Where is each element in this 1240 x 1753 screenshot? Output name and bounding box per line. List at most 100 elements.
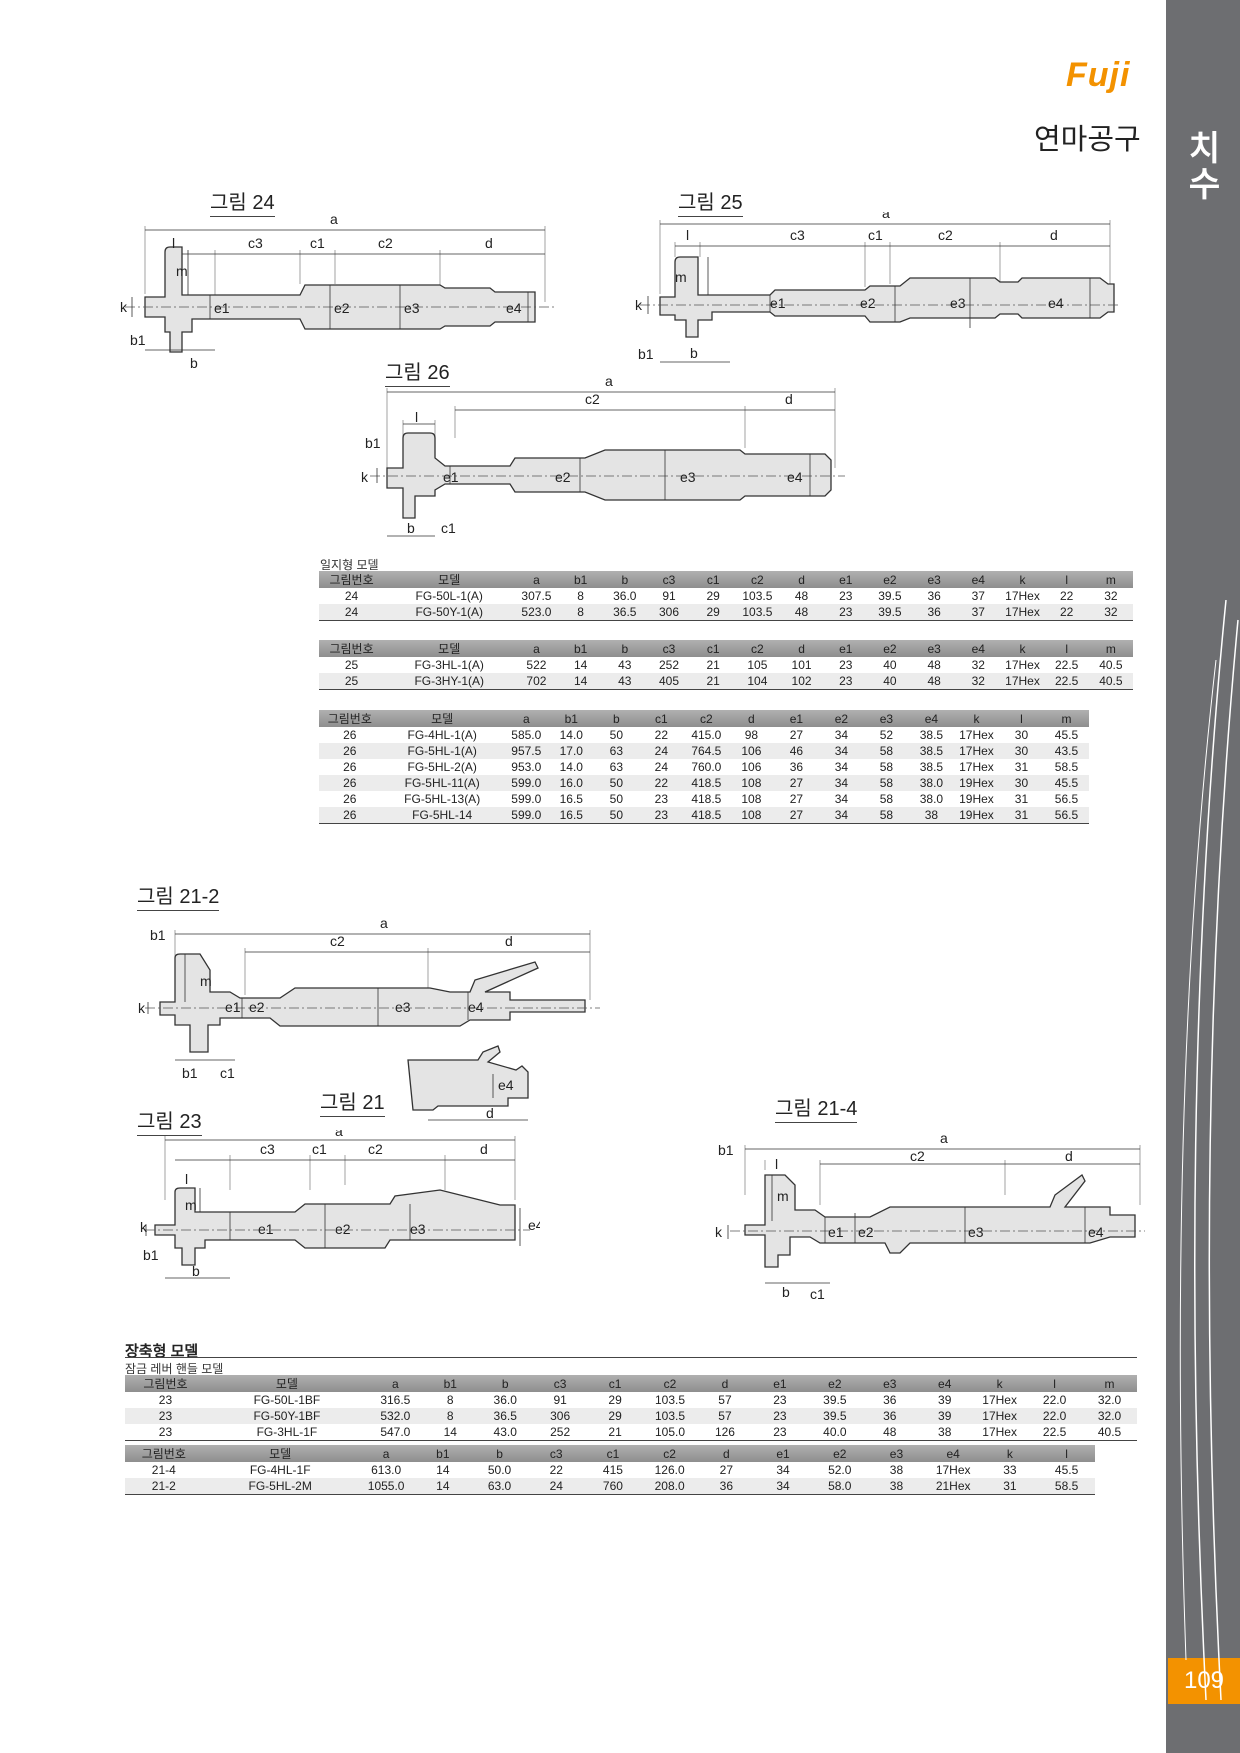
table-cell: 32 [1104, 589, 1118, 603]
table-cell: 103.5 [742, 589, 773, 603]
dimension-label: e2 [334, 300, 350, 316]
table-cell: 43.0 [477, 1424, 533, 1441]
table-cell: 26 [319, 743, 381, 759]
column-header: e3 [862, 1375, 918, 1392]
table-cell: 102 [779, 673, 824, 690]
table-cell: 32 [971, 658, 985, 672]
dimension-label: c1 [810, 1286, 825, 1302]
table-cell: 40 [883, 658, 897, 672]
table-cell: FG-5HL-1(A) [380, 743, 504, 759]
dimension-label: e1 [443, 469, 459, 485]
table-cell: 17Hex [959, 760, 994, 774]
table-cell: 307.5 [521, 589, 552, 603]
table-cell: 32.0 [1082, 1408, 1137, 1424]
figure-23-title: 그림 23 [137, 1105, 202, 1136]
column-header: e2 [807, 1375, 863, 1392]
table-cell: 106 [728, 743, 774, 759]
table-cell: 39 [917, 1408, 973, 1424]
column-header: c2 [641, 1445, 698, 1462]
dimension-label: e1 [770, 295, 786, 311]
column-header: 모델 [384, 571, 515, 588]
column-header: c2 [735, 571, 780, 588]
table-cell: 23 [752, 1408, 808, 1424]
column-header: e3 [912, 640, 957, 657]
column-header: 모델 [202, 1445, 358, 1462]
table-cell: 19Hex [953, 807, 999, 824]
dimension-label: b1 [638, 346, 654, 362]
table-cell: 38.5 [908, 743, 954, 759]
table-cell: 26 [343, 760, 357, 774]
column-header: m [1088, 640, 1133, 657]
table-cell: 523.0 [514, 604, 559, 621]
table-cell: 29 [691, 604, 736, 621]
dimension-label: e3 [395, 999, 411, 1015]
table-cell: 17Hex [1000, 673, 1045, 690]
dimension-label: c2 [910, 1148, 925, 1164]
table-cell: 56.5 [1054, 792, 1079, 806]
column-header: 그림번호 [319, 640, 385, 657]
table-cell: 306 [646, 604, 692, 621]
table-cell: 58 [879, 760, 894, 774]
column-header: c1 [638, 710, 684, 727]
column-header: e2 [867, 571, 913, 588]
table-cell: 306 [532, 1408, 588, 1424]
table-cell: 26 [343, 728, 357, 742]
column-header: m [1088, 571, 1133, 588]
table-cell: 21Hex [924, 1478, 982, 1495]
table-cell: 106 [741, 760, 762, 774]
dimension-label: e4 [528, 1217, 540, 1233]
table-cell: 415.0 [691, 728, 722, 742]
column-header: b [602, 571, 647, 588]
column-header: b1 [414, 1445, 472, 1462]
table-cell: FG-50Y-1(A) [384, 604, 515, 621]
table-cell: 48 [927, 658, 941, 672]
table-cell: 30 [998, 743, 1044, 759]
dimension-label: e2 [860, 295, 876, 311]
column-header: k [981, 1445, 1039, 1462]
dimension-label: a [330, 212, 338, 227]
figure-25-title: 그림 25 [678, 186, 743, 217]
dimension-label: e1 [258, 1221, 274, 1237]
table-cell: FG-4HL-1(A) [407, 728, 477, 742]
table-cell: 27 [773, 807, 819, 824]
table-cell: 43 [602, 673, 647, 690]
table-cell: 418.5 [683, 775, 729, 791]
column-header: e3 [863, 710, 909, 727]
dimension-label: l [686, 227, 689, 243]
table-cell: 105.0 [642, 1424, 698, 1441]
dimension-label: c1 [312, 1141, 327, 1157]
table-cell: 23 [752, 1424, 808, 1441]
table-cell: 91 [662, 589, 676, 603]
table-cell: 27 [789, 792, 804, 806]
figure-24-title: 그림 24 [210, 186, 275, 217]
table-cell: 43 [618, 658, 632, 672]
column-header: 그림번호 [125, 1375, 206, 1392]
table-cell: 27 [773, 775, 819, 791]
table-cell: 17Hex [1000, 604, 1045, 621]
dimension-label: c1 [220, 1065, 235, 1081]
table-cell: 764.5 [683, 743, 729, 759]
table-cell: 415 [602, 1463, 623, 1477]
dimension-label: e3 [680, 469, 696, 485]
dimension-label: k [361, 469, 369, 485]
table-cell: 31 [1014, 760, 1029, 774]
dimension-label: b1 [143, 1247, 159, 1263]
column-header: e1 [752, 1375, 808, 1392]
table-cell: 23 [158, 1393, 173, 1407]
dimension-label: m [675, 269, 687, 285]
table-cell: 252 [532, 1424, 588, 1441]
table-cell: 36 [912, 604, 957, 621]
table-cell: 38.0 [919, 792, 944, 806]
table-cell: 40.5 [1099, 658, 1123, 672]
table-cell: 522 [526, 658, 547, 672]
table-cell: 33 [1003, 1463, 1017, 1477]
table-cell: 38 [917, 1424, 973, 1441]
table-cell: 108 [728, 807, 774, 824]
dimension-label: c2 [938, 227, 953, 243]
column-header: l [998, 710, 1044, 727]
table-cell: 108 [741, 792, 762, 806]
